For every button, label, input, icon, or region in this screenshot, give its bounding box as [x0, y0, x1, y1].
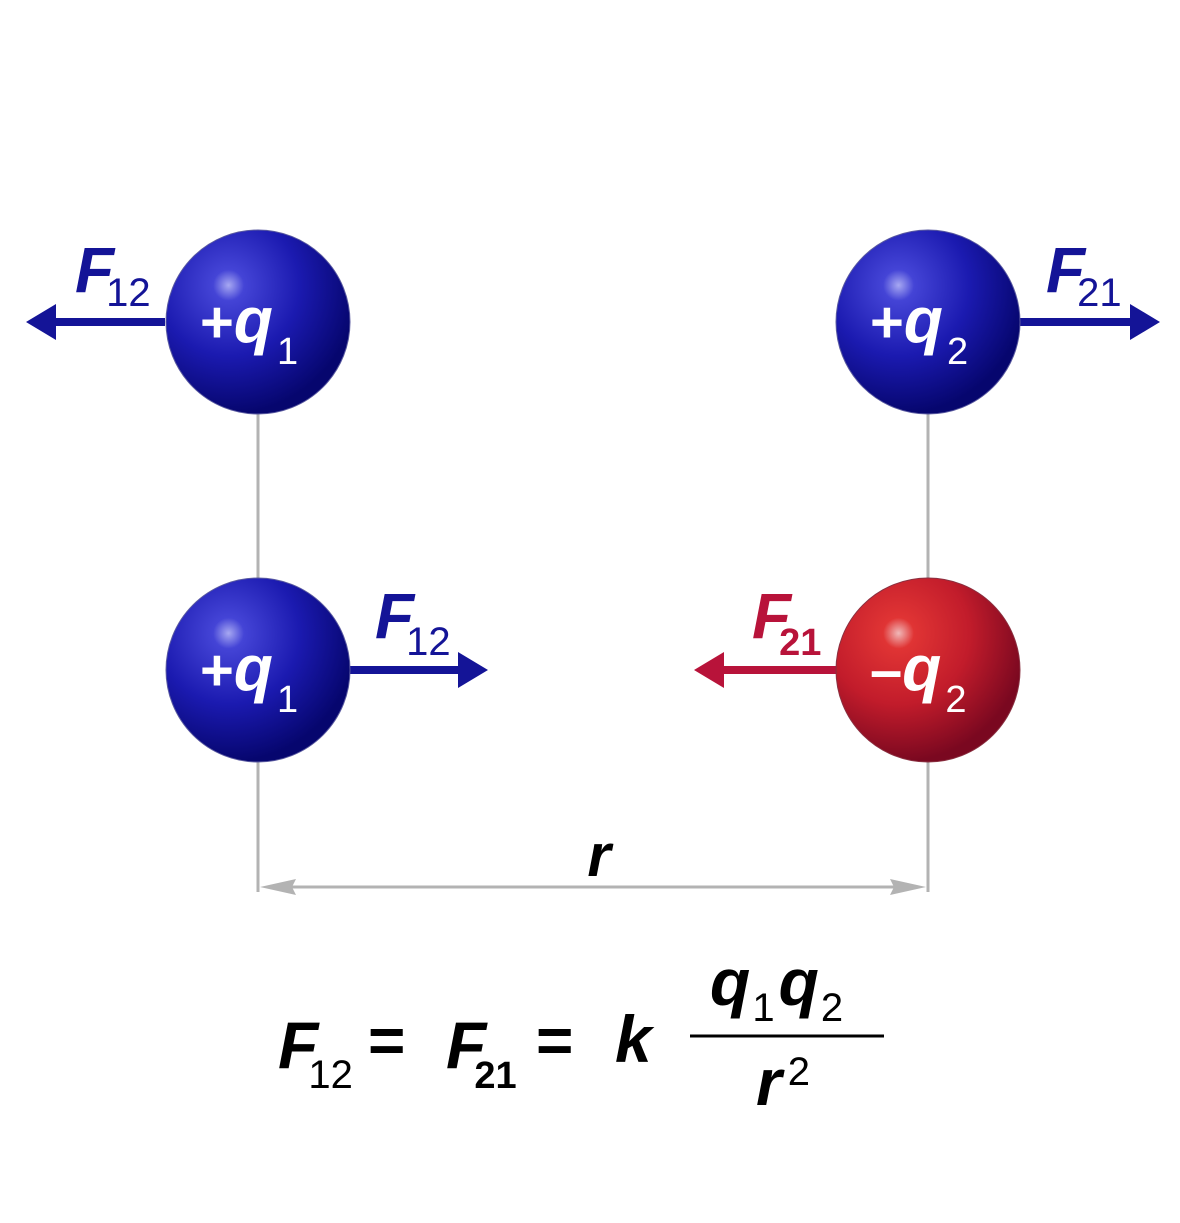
formula-f21: F21: [446, 1008, 517, 1097]
force-label-f12-attract: F12: [375, 580, 451, 664]
formula-equals-1: =: [368, 1004, 405, 1076]
formula-numerator: q1q2: [710, 945, 843, 1030]
force-arrow-f12-attract: [350, 652, 488, 688]
force-label-f21-attract: F21: [752, 580, 821, 664]
force-arrow-f12-repel: [26, 304, 165, 340]
force-arrow-f21-repel: [1020, 304, 1160, 340]
force-arrow-f21-attract: [694, 652, 836, 688]
formula-constant-k: k: [615, 1002, 655, 1076]
force-label-f21-repel: F21: [1046, 234, 1122, 315]
distance-arrow: [260, 879, 926, 895]
force-label-f12-repel: F12: [75, 234, 151, 315]
formula-equals-2: =: [536, 1004, 573, 1076]
formula-f12: F12: [278, 1008, 353, 1097]
distance-label: r: [587, 822, 614, 889]
